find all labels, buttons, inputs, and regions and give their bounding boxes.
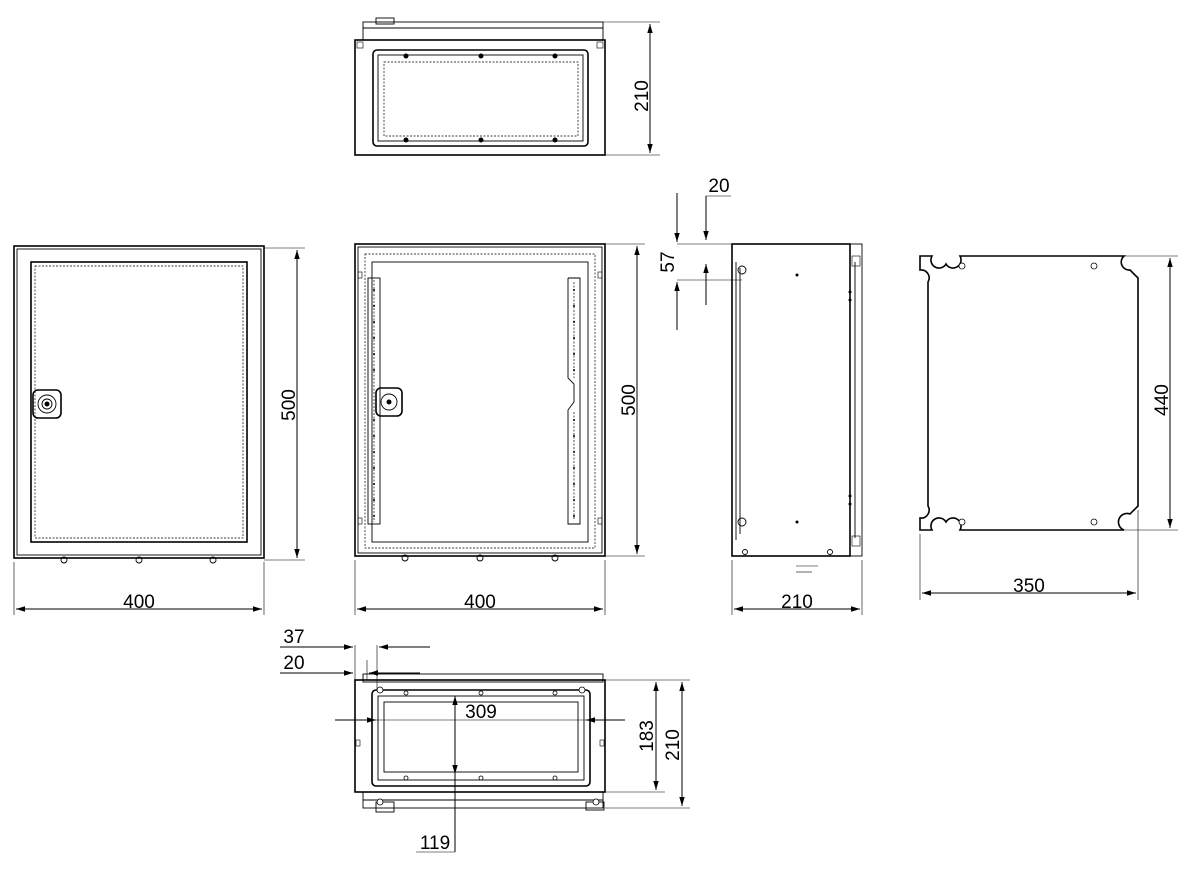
mounting-plate-holes bbox=[958, 262, 1098, 526]
dim-front-open-width: 400 bbox=[464, 592, 496, 613]
dim-bottom-cutout-width: 309 bbox=[465, 702, 497, 723]
mounting-plate: 440 350 bbox=[919, 255, 1178, 600]
side-view: 20 57 210 bbox=[658, 176, 863, 615]
front-view-closed: 500 400 bbox=[13, 245, 305, 615]
dim-bottom-cutout-depth: 183 bbox=[637, 720, 658, 752]
dim-bottom-cutout-offset: 119 bbox=[420, 833, 450, 854]
open-view-rail-holes bbox=[373, 289, 575, 517]
dim-side-top-offset: 20 bbox=[708, 176, 729, 197]
dim-mounting-plate-height: 440 bbox=[1152, 384, 1173, 416]
front-lock bbox=[32, 389, 62, 419]
dim-side-hinge-offset: 57 bbox=[658, 251, 679, 272]
bottom-view: 37 20 309 119 183 210 bbox=[280, 627, 690, 854]
front-view-open: 500 400 bbox=[354, 243, 645, 615]
open-view-lock bbox=[375, 387, 403, 417]
top-view: 210 bbox=[354, 17, 660, 156]
dim-bottom-offset-37: 37 bbox=[283, 627, 304, 648]
top-view-bolts bbox=[403, 53, 558, 143]
dim-side-depth: 210 bbox=[781, 592, 813, 613]
dim-front-open-height: 500 bbox=[619, 384, 640, 416]
dim-mounting-plate-width: 350 bbox=[1013, 576, 1045, 597]
dim-front-door-width: 400 bbox=[123, 592, 155, 613]
dim-top-view-depth: 210 bbox=[632, 80, 653, 112]
dim-front-door-height: 500 bbox=[279, 389, 300, 421]
dim-bottom-offset-20: 20 bbox=[283, 653, 304, 674]
bottom-view-bolts bbox=[376, 686, 600, 806]
dim-bottom-total-depth: 210 bbox=[663, 729, 684, 761]
